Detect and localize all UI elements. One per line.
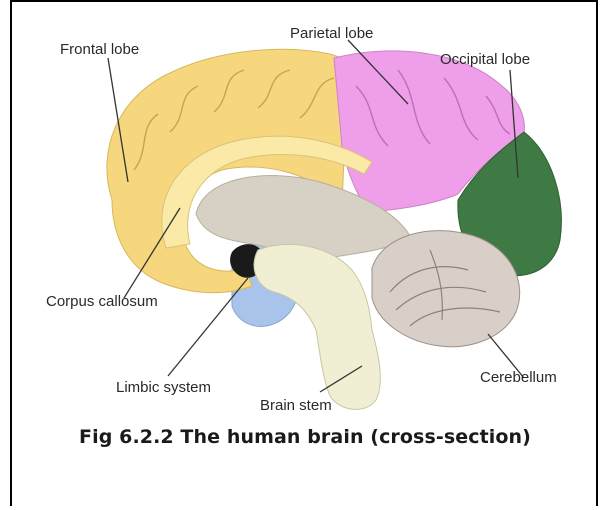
figure-caption: Fig 6.2.2 The human brain (cross-section… [0,426,610,448]
label-limbic-system: Limbic system [116,379,211,396]
label-occipital-lobe: Occipital lobe [440,51,530,68]
label-frontal-lobe: Frontal lobe [60,41,139,58]
label-parietal-lobe: Parietal lobe [290,25,373,42]
cerebellum-region [372,231,520,347]
brain-diagram: Frontal lobe Parietal lobe Occipital lob… [0,0,610,420]
label-brain-stem: Brain stem [260,397,332,414]
label-cerebellum: Cerebellum [480,369,557,386]
label-corpus-callosum: Corpus callosum [46,293,158,310]
brain-stem-region [254,244,380,409]
